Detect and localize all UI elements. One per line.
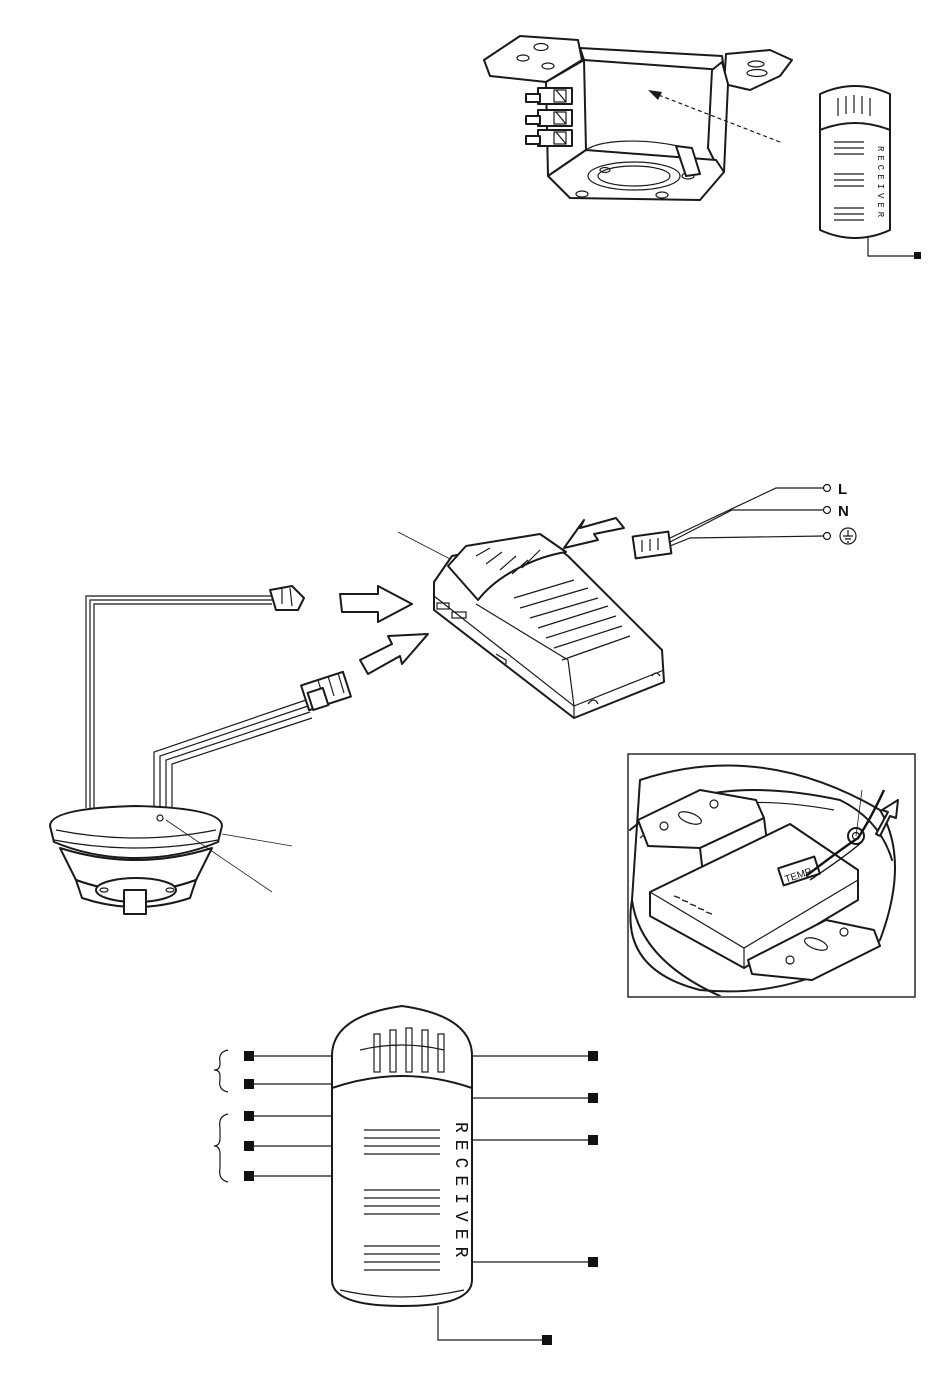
canopy [50,806,292,914]
mounting-bracket [484,36,792,200]
receiver-large: RECEIVER [332,1006,472,1306]
brace-bottom [214,1114,228,1182]
receiver-small: RECEIVER [820,86,921,259]
receiver-small-label: RECEIVER [875,146,885,221]
live-label: L [838,481,847,498]
earth-ground-icon [840,528,856,544]
detail-inset: TEMP [628,754,915,997]
receiver-large-label: RECEIVER [450,1122,470,1264]
power-input-connector: L N [564,481,856,558]
receiver-unit-3d [398,532,664,718]
brace-top [214,1050,228,1092]
neutral-label: N [838,503,849,520]
canopy-wiring [86,586,428,812]
receiver-terminals-left [214,1050,332,1182]
